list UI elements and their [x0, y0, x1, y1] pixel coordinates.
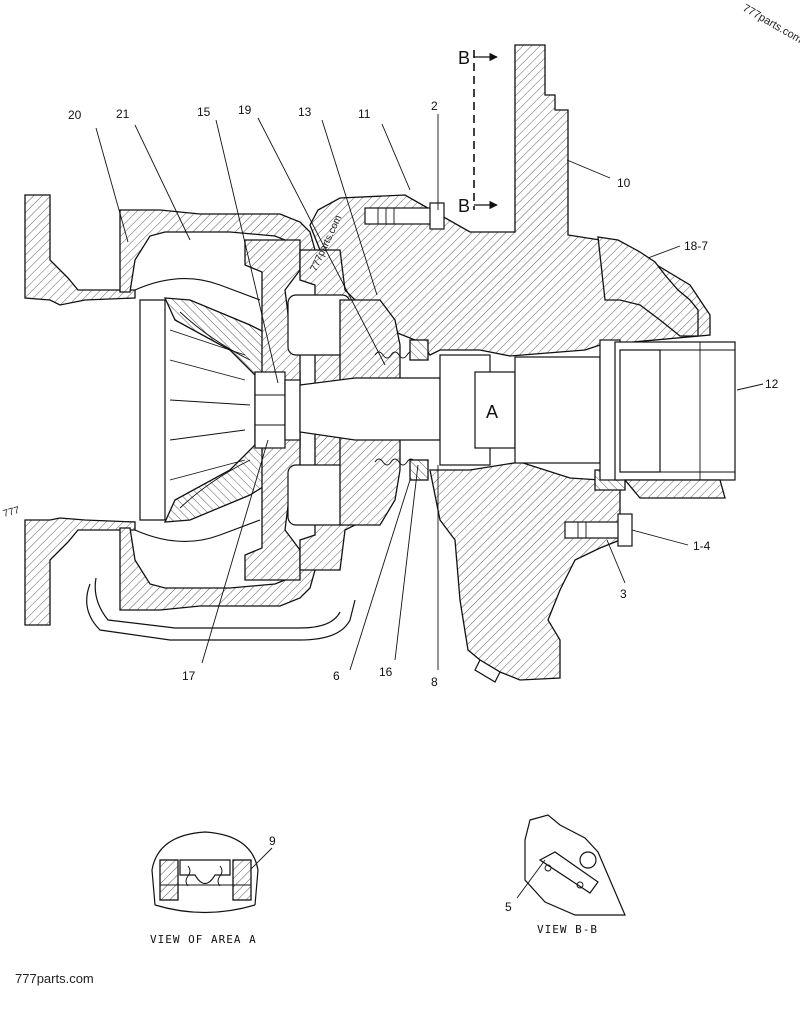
pump-shaft	[299, 339, 621, 481]
section-mark-top: B	[458, 48, 470, 68]
watermark-top-right: 777parts.com	[741, 2, 800, 46]
callout-5: 5	[505, 900, 512, 914]
callout-15: 15	[197, 105, 211, 119]
callout-21: 21	[116, 107, 130, 121]
caption-view-area-a: VIEW OF AREA A	[150, 933, 257, 946]
inlet-casing	[24, 194, 356, 641]
detail-view-area-a	[151, 831, 259, 914]
callout-18-7: 18-7	[684, 239, 708, 253]
caption-view-bb: VIEW B-B	[537, 923, 598, 936]
callout-17: 17	[182, 669, 196, 683]
leader-lines	[95, 114, 764, 899]
callout-1-4: 1-4	[693, 539, 711, 553]
callout-13: 13	[298, 105, 312, 119]
seal-carrier	[287, 249, 401, 571]
seal-springs	[374, 339, 429, 481]
detail-view-bb	[524, 814, 626, 916]
callout-9: 9	[269, 834, 276, 848]
watermark-bottom-left: 777parts.com	[15, 971, 94, 986]
callout-16: 16	[379, 665, 393, 679]
callout-8: 8	[431, 675, 438, 689]
section-mark-bottom: B	[458, 196, 470, 216]
mounting-bolt-upper	[364, 202, 445, 230]
callout-20: 20	[68, 108, 82, 122]
callout-10: 10	[617, 176, 631, 190]
callout-numbers: 20 21 15 19 13 11 2 10 18-7 12 1-4 3 17 …	[68, 99, 779, 914]
drive-gear	[614, 341, 736, 499]
pump-housing	[309, 44, 711, 683]
callout-3: 3	[620, 587, 627, 601]
impeller-nut	[254, 371, 301, 449]
callout-11: 11	[358, 107, 371, 121]
callout-2: 2	[431, 99, 438, 113]
callout-12: 12	[765, 377, 779, 391]
watermark-left-edge: 777	[2, 505, 21, 520]
detail-label-a: A	[486, 402, 498, 422]
callout-6: 6	[333, 669, 340, 683]
section-line-bb: B B	[458, 48, 498, 216]
callout-19: 19	[238, 103, 252, 117]
